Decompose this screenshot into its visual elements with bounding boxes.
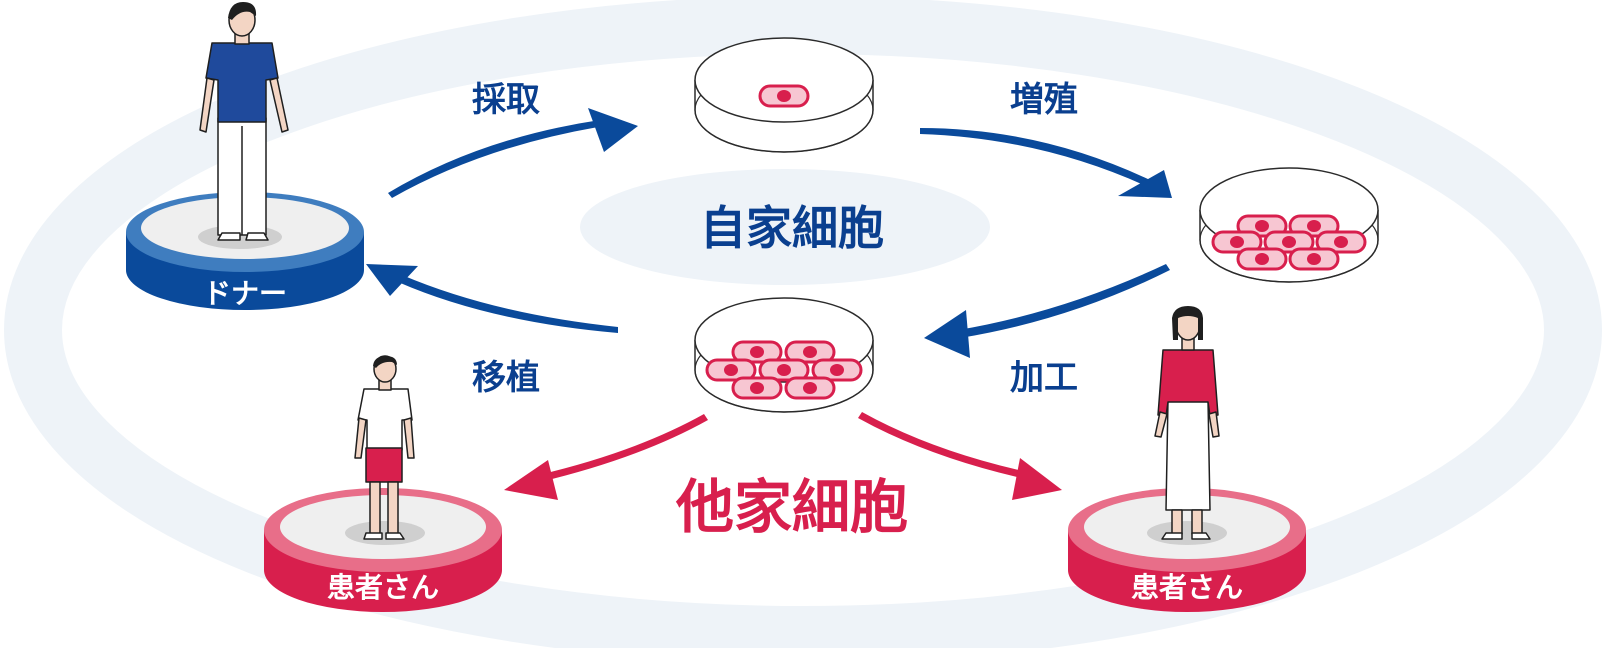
step-transplant-label: 移植 — [472, 358, 540, 398]
step-collect-label: 採取 — [472, 80, 540, 120]
arrow-process — [924, 264, 1170, 358]
petri-dish-collected — [694, 37, 874, 153]
patient-left-figure — [354, 355, 415, 540]
step-proliferate-label: 増殖 — [1010, 80, 1078, 120]
arrow-collect — [388, 108, 638, 198]
autologous-ellipse — [580, 169, 990, 285]
patient-left-label: 患者さん — [326, 571, 439, 604]
arrow-to-patient-left — [504, 414, 708, 500]
step-process-label: 加工 — [1010, 358, 1078, 398]
outer-ring — [4, 0, 1602, 648]
petri-dish-processed — [694, 297, 874, 413]
allogeneic-label: 他家細胞 — [676, 473, 909, 541]
arrow-to-patient-right — [858, 412, 1062, 500]
donor-label: ドナー — [202, 277, 287, 310]
arrow-transplant — [366, 264, 618, 333]
patient-right-pedestal — [1068, 488, 1306, 612]
patient-right-label: 患者さん — [1130, 571, 1243, 604]
autologous-label: 自家細胞 — [700, 201, 884, 255]
petri-dish-proliferated — [1199, 167, 1379, 283]
donor-figure — [199, 2, 289, 241]
arrow-proliferate — [920, 128, 1172, 198]
patient-left-pedestal — [264, 488, 502, 612]
patient-right-figure — [1154, 306, 1220, 540]
